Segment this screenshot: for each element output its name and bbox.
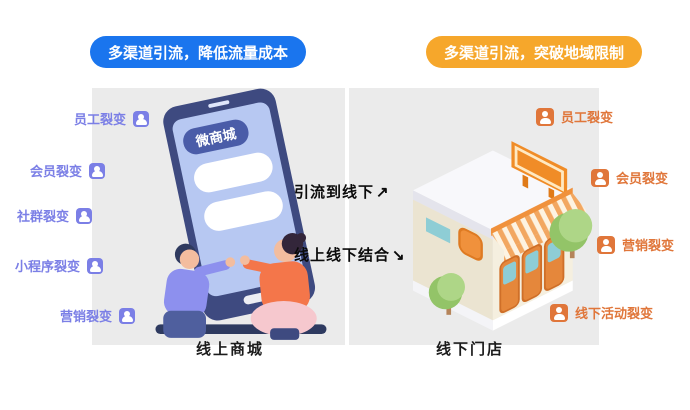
member-icon [591, 168, 609, 187]
store-illustration [413, 141, 593, 331]
flow-text: 线上线下结合 [294, 247, 391, 264]
marketing-icon [119, 307, 136, 324]
label-miniprogram-fission: 小程序裂变 [15, 256, 104, 275]
label-offline-activity-fission: 线下活动裂变 [550, 303, 653, 322]
marketing-icon [597, 235, 615, 254]
label-employee-fission-online: 员工裂变 [74, 109, 150, 128]
label-employee-fission-offline: 员工裂变 [536, 107, 613, 126]
employee-icon [536, 107, 554, 126]
store-doors [499, 232, 565, 314]
label-marketing-fission-offline: 营销裂变 [597, 235, 674, 254]
miniprogram-icon [87, 257, 104, 274]
arrow-up-right-icon: ↗ [376, 184, 390, 201]
roof-sign [511, 141, 568, 200]
online-caption: 线上商城 [195, 341, 264, 358]
label-text: 营销裂变 [60, 309, 113, 324]
label-marketing-fission-online: 营销裂变 [60, 306, 136, 325]
member-icon [89, 162, 106, 179]
label-text: 社群裂变 [17, 209, 70, 224]
label-community-fission: 社群裂变 [17, 206, 93, 225]
online-banner-text: 多渠道引流，降低流量成本 [108, 44, 289, 62]
offline-banner: 多渠道引流，突破地域限制 [426, 36, 643, 68]
person-right [240, 233, 317, 340]
label-text: 会员裂变 [30, 164, 83, 179]
label-text: 员工裂变 [74, 112, 127, 127]
label-text: 会员裂变 [616, 171, 669, 186]
side-window [426, 217, 451, 244]
flow-combine: 线上线下结合↘ [294, 244, 406, 265]
label-text: 营销裂变 [622, 238, 675, 253]
offline-activity-icon [550, 303, 568, 322]
offline-banner-text: 多渠道引流，突破地域限制 [444, 44, 625, 62]
label-text: 线下活动裂变 [575, 306, 654, 321]
arrow-down-right-icon: ↘ [392, 247, 406, 264]
label-text: 员工裂变 [561, 110, 614, 125]
online-banner: 多渠道引流，降低流量成本 [90, 36, 307, 68]
community-icon [76, 207, 93, 224]
label-member-fission-offline: 会员裂变 [591, 168, 668, 187]
flow-to-offline: 引流到线下↗ [294, 181, 390, 202]
label-text: 小程序裂变 [15, 259, 81, 274]
employee-icon [133, 110, 150, 127]
person-left [163, 243, 236, 338]
phone-illustration: 微商城 [155, 88, 327, 340]
offline-caption: 线下门店 [435, 341, 504, 358]
tree-left [428, 273, 465, 315]
tree-right [549, 208, 593, 259]
wall-sign [458, 227, 483, 261]
label-member-fission-online: 会员裂变 [30, 161, 106, 180]
flow-text: 引流到线下 [294, 184, 375, 201]
